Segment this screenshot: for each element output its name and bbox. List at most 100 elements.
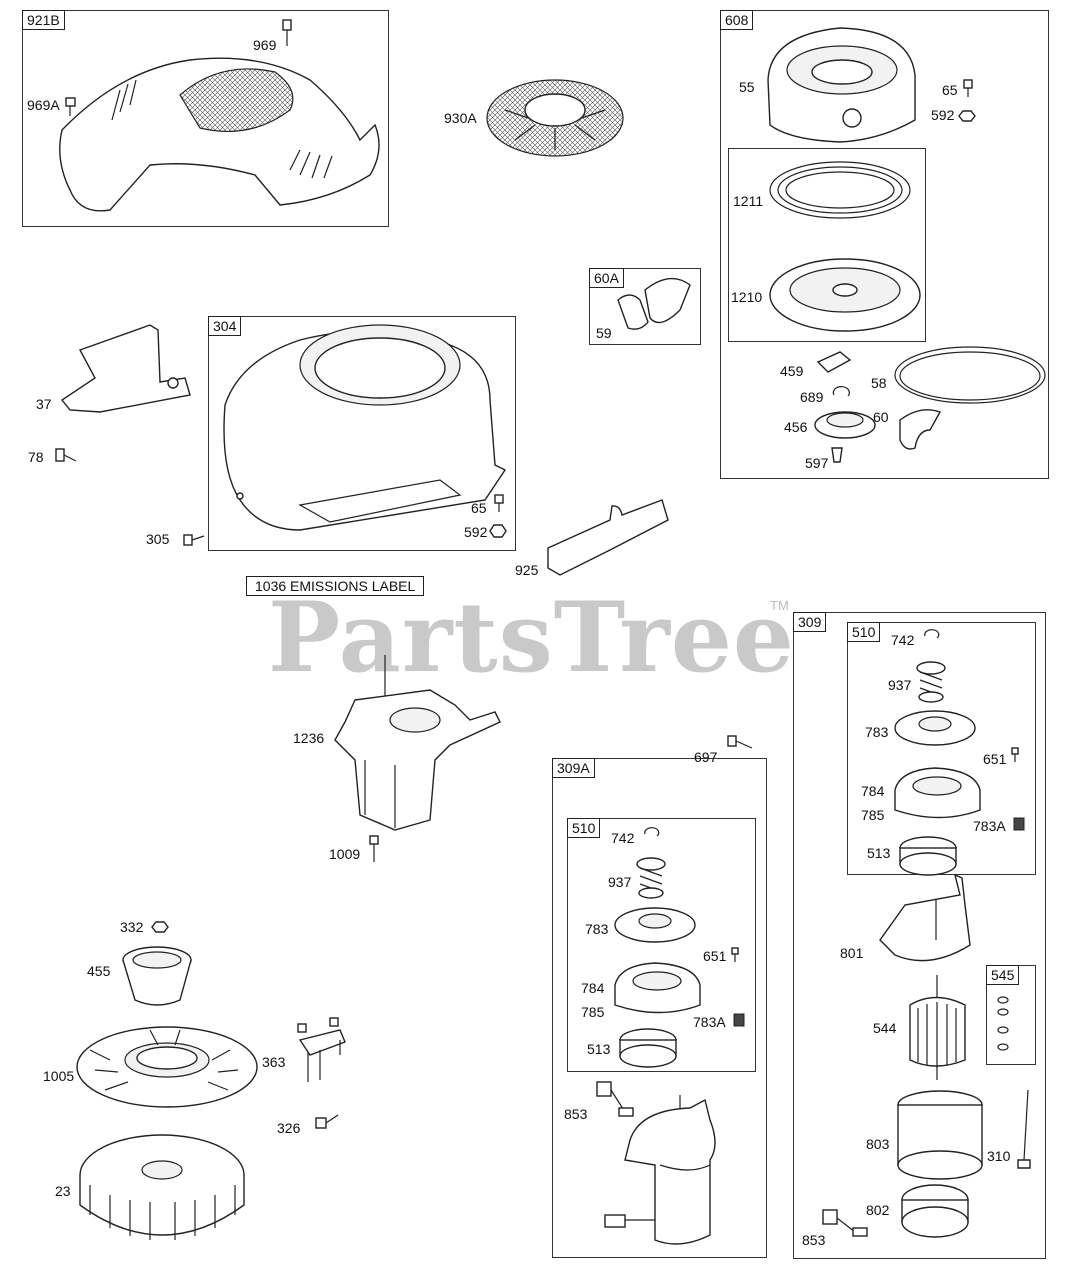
group-tag-921B: 921B [22, 10, 65, 30]
label-969: 969 [253, 37, 277, 53]
part-803-frame [897, 1090, 983, 1180]
frame-921B [22, 10, 389, 227]
part-60-handle [899, 409, 942, 450]
part-326-screw [315, 1114, 339, 1129]
part-305-bolt [183, 534, 205, 546]
part-363-coil-bracket [297, 1017, 346, 1082]
part-801-endcap [879, 873, 971, 962]
frame-309 [793, 612, 1046, 1259]
part-65a-bolt [963, 79, 973, 97]
group-tag-510a: 510 [847, 622, 881, 642]
label-742b: 742 [611, 830, 635, 846]
part-37-deflector [60, 324, 191, 413]
label-853b: 853 [564, 1106, 588, 1122]
part-309A-starter-motor [604, 1095, 716, 1245]
label-785a: 785 [861, 807, 885, 823]
part-742b-clip [644, 827, 660, 837]
label-783Aa: 783A [973, 818, 1006, 834]
group-tag-608: 608 [720, 10, 754, 30]
part-1005-fan [76, 1026, 258, 1108]
label-801: 801 [840, 945, 864, 961]
label-513b: 513 [587, 1041, 611, 1057]
label-925: 925 [515, 562, 539, 578]
part-592b-nut [489, 524, 507, 538]
part-969-bolt [282, 19, 292, 46]
part-1211-spring [769, 161, 911, 219]
group-tag-304: 304 [208, 316, 242, 336]
part-597-nut [831, 447, 843, 463]
part-1236-motor [334, 655, 501, 831]
label-783Ab: 783A [693, 1014, 726, 1030]
label-689: 689 [800, 389, 824, 405]
part-456-cup [814, 411, 876, 439]
label-58: 58 [871, 375, 887, 391]
group-tag-510b: 510 [567, 818, 601, 838]
label-651b: 651 [703, 948, 727, 964]
label-513a: 513 [867, 845, 891, 861]
label-455: 455 [87, 963, 111, 979]
label-1211: 1211 [733, 193, 764, 209]
label-592b: 592 [464, 524, 488, 540]
part-651b-screw [731, 947, 739, 962]
part-459-pawl [816, 351, 852, 373]
part-65b-bolt [494, 494, 504, 512]
label-310: 310 [987, 1148, 1011, 1164]
frame-608-inner [728, 148, 926, 342]
part-969A-bolt [65, 97, 76, 116]
part-513b-drive [619, 1028, 677, 1068]
label-1005: 1005 [43, 1068, 75, 1084]
label-937a: 937 [888, 677, 912, 693]
label-592a: 592 [931, 107, 955, 123]
part-513a-drive [899, 836, 957, 876]
group-tag-60A: 60A [589, 268, 624, 288]
part-784b-housing [614, 962, 701, 1014]
part-55-housing [767, 27, 916, 143]
part-1009-screw [369, 835, 379, 862]
part-544-armature [909, 975, 966, 1080]
label-784b: 784 [581, 980, 605, 996]
label-785b: 785 [581, 1004, 605, 1020]
part-592a-nut [958, 110, 976, 122]
label-78: 78 [28, 449, 44, 465]
part-697-bolt [727, 735, 753, 749]
label-697: 697 [694, 749, 718, 765]
part-23-flywheel [79, 1134, 245, 1240]
label-853a: 853 [802, 1232, 826, 1248]
part-545-washers [997, 996, 1009, 1051]
label-55: 55 [739, 79, 755, 95]
label-597: 597 [805, 455, 829, 471]
part-310-bolt [1017, 1089, 1031, 1169]
part-783Ab-nut [733, 1013, 745, 1027]
part-802-brush-end [901, 1184, 969, 1238]
label-742a: 742 [891, 632, 915, 648]
frame-60A [589, 268, 701, 345]
label-363: 363 [262, 1054, 286, 1070]
label-1009: 1009 [329, 846, 361, 862]
part-689-clip [832, 386, 850, 397]
label-459: 459 [780, 363, 804, 379]
part-784a-housing [894, 767, 981, 819]
group-tag-309A: 309A [552, 758, 595, 778]
label-326: 326 [277, 1120, 301, 1136]
part-853b-connector [596, 1081, 634, 1117]
part-60A-handle [617, 277, 691, 330]
label-59: 59 [596, 325, 612, 341]
label-969A: 969A [27, 97, 60, 113]
frame-510a [847, 622, 1036, 875]
part-783Aa-nut [1013, 817, 1025, 831]
label-783b: 783 [585, 921, 609, 937]
part-937b-spring [636, 857, 666, 899]
part-853a-connector [822, 1209, 868, 1237]
label-65a: 65 [942, 82, 958, 98]
part-651a-screw [1011, 747, 1019, 762]
label-23: 23 [55, 1183, 71, 1199]
label-332: 332 [120, 919, 144, 935]
part-304-blower-housing [223, 324, 507, 531]
frame-309A [552, 758, 767, 1258]
label-37: 37 [36, 396, 52, 412]
label-930A: 930A [444, 110, 477, 126]
part-937a-spring [916, 661, 946, 703]
group-tag-1036: 1036 EMISSIONS LABEL [246, 576, 425, 596]
